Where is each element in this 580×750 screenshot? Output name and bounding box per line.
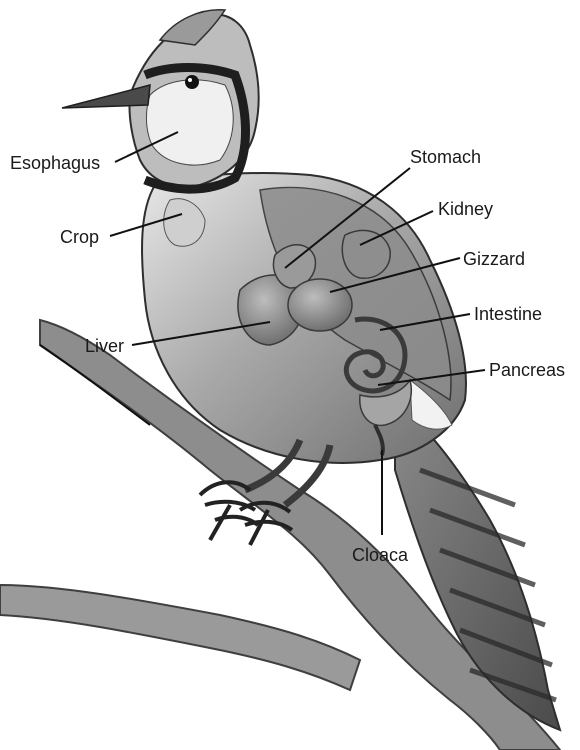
gizzard-organ	[288, 279, 352, 331]
kidney-organ	[342, 230, 390, 278]
label-liver: Liver	[85, 336, 124, 356]
label-gizzard: Gizzard	[463, 249, 525, 269]
label-crop: Crop	[60, 227, 99, 247]
label-kidney: Kidney	[438, 199, 493, 219]
label-pancreas: Pancreas	[489, 360, 565, 380]
bird-foot-left	[200, 482, 258, 540]
label-esophagus: Esophagus	[10, 153, 100, 173]
label-cloaca: Cloaca	[352, 545, 409, 565]
label-stomach: Stomach	[410, 147, 481, 167]
label-intestine: Intestine	[474, 304, 542, 324]
